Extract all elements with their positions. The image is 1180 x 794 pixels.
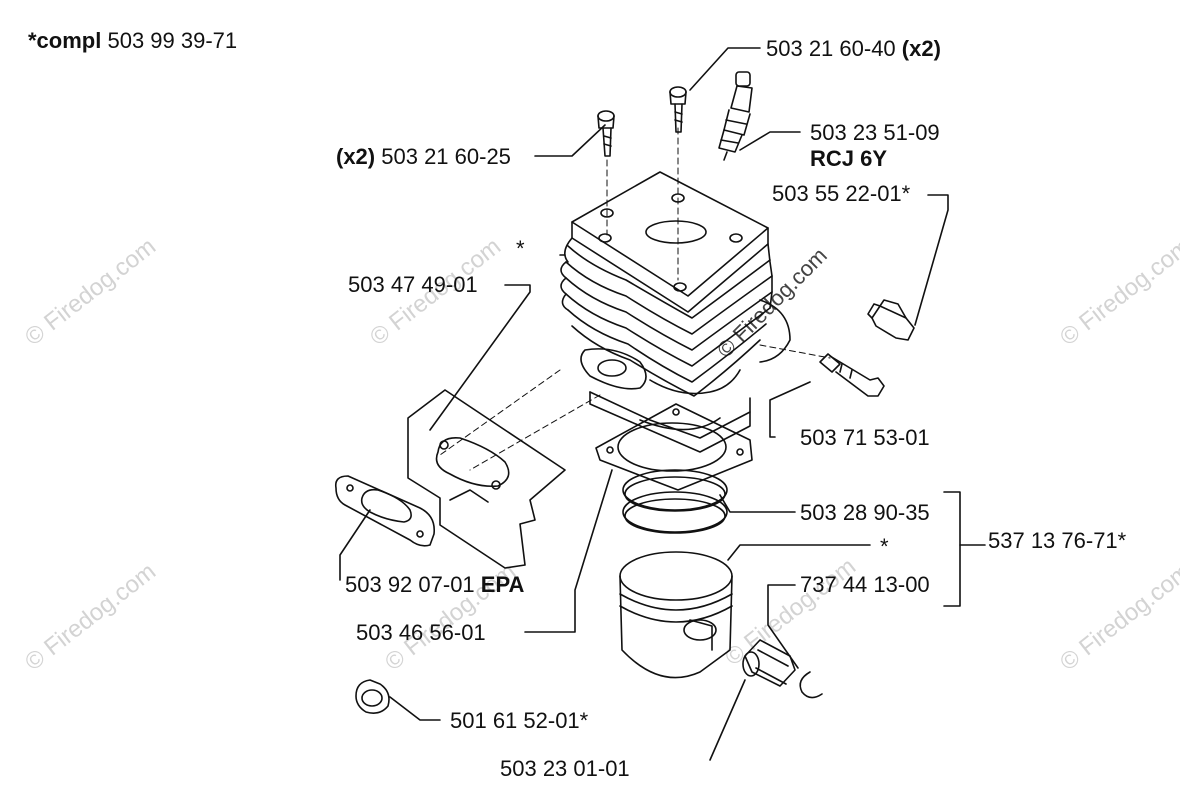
header-number: 503 99 39-71: [107, 28, 238, 53]
base-gasket: [595, 403, 753, 491]
label-gasket-plate: 503 47 49-01: [348, 272, 478, 297]
label-rings: 503 28 90-35: [800, 500, 930, 525]
label-pin-clip: 737 44 13-00: [800, 572, 930, 597]
piston: [619, 551, 733, 679]
circlip: [799, 671, 823, 699]
spark-plug: [718, 71, 753, 161]
cylinder: [560, 171, 791, 453]
plug-cap: [355, 679, 390, 714]
part-qty: (x2): [901, 36, 941, 61]
needle-bearing: [742, 639, 796, 687]
label-screw-top: 503 21 60-40 (x2): [766, 38, 941, 60]
part-number: 503 92 07-01: [345, 572, 475, 597]
part-suffix: EPA: [480, 572, 525, 597]
center-lines: [439, 127, 831, 471]
decomp-valve: [867, 299, 915, 341]
label-cylinder-star: *: [516, 236, 525, 261]
exhaust-gasket: [334, 475, 436, 547]
label-exhaust-gasket: 503 92 07-01 EPA: [345, 574, 524, 596]
label-piston-star: *: [880, 534, 889, 559]
exhaust-plate: [407, 389, 566, 569]
label-plug-cap: 501 61 52-01*: [450, 708, 589, 733]
fitting: [819, 353, 885, 397]
header-compl: *compl 503 99 39-71: [28, 30, 237, 52]
part-qty: (x2): [336, 144, 376, 169]
part-number: 503 21 60-25: [381, 144, 511, 169]
label-bearing: 503 23 01-01: [500, 756, 630, 781]
label-kit-group: 537 13 76-71*: [988, 528, 1127, 553]
label-spark-plug-type: RCJ 6Y: [810, 146, 888, 171]
label-screw-left: (x2) 503 21 60-25: [336, 146, 511, 168]
label-spark-plug-number: 503 23 51-09: [810, 120, 940, 145]
label-decomp-valve: 503 55 22-01*: [772, 181, 911, 206]
label-fitting: 503 71 53-01: [800, 425, 930, 450]
screw-left: [597, 110, 615, 157]
leader-lines: [339, 47, 986, 761]
header-prefix: *compl: [28, 28, 102, 53]
label-base-gasket: 503 46 56-01: [356, 620, 486, 645]
part-number: 503 21 60-40: [766, 36, 896, 61]
screw-top: [669, 86, 687, 133]
piston-rings: [622, 469, 728, 534]
